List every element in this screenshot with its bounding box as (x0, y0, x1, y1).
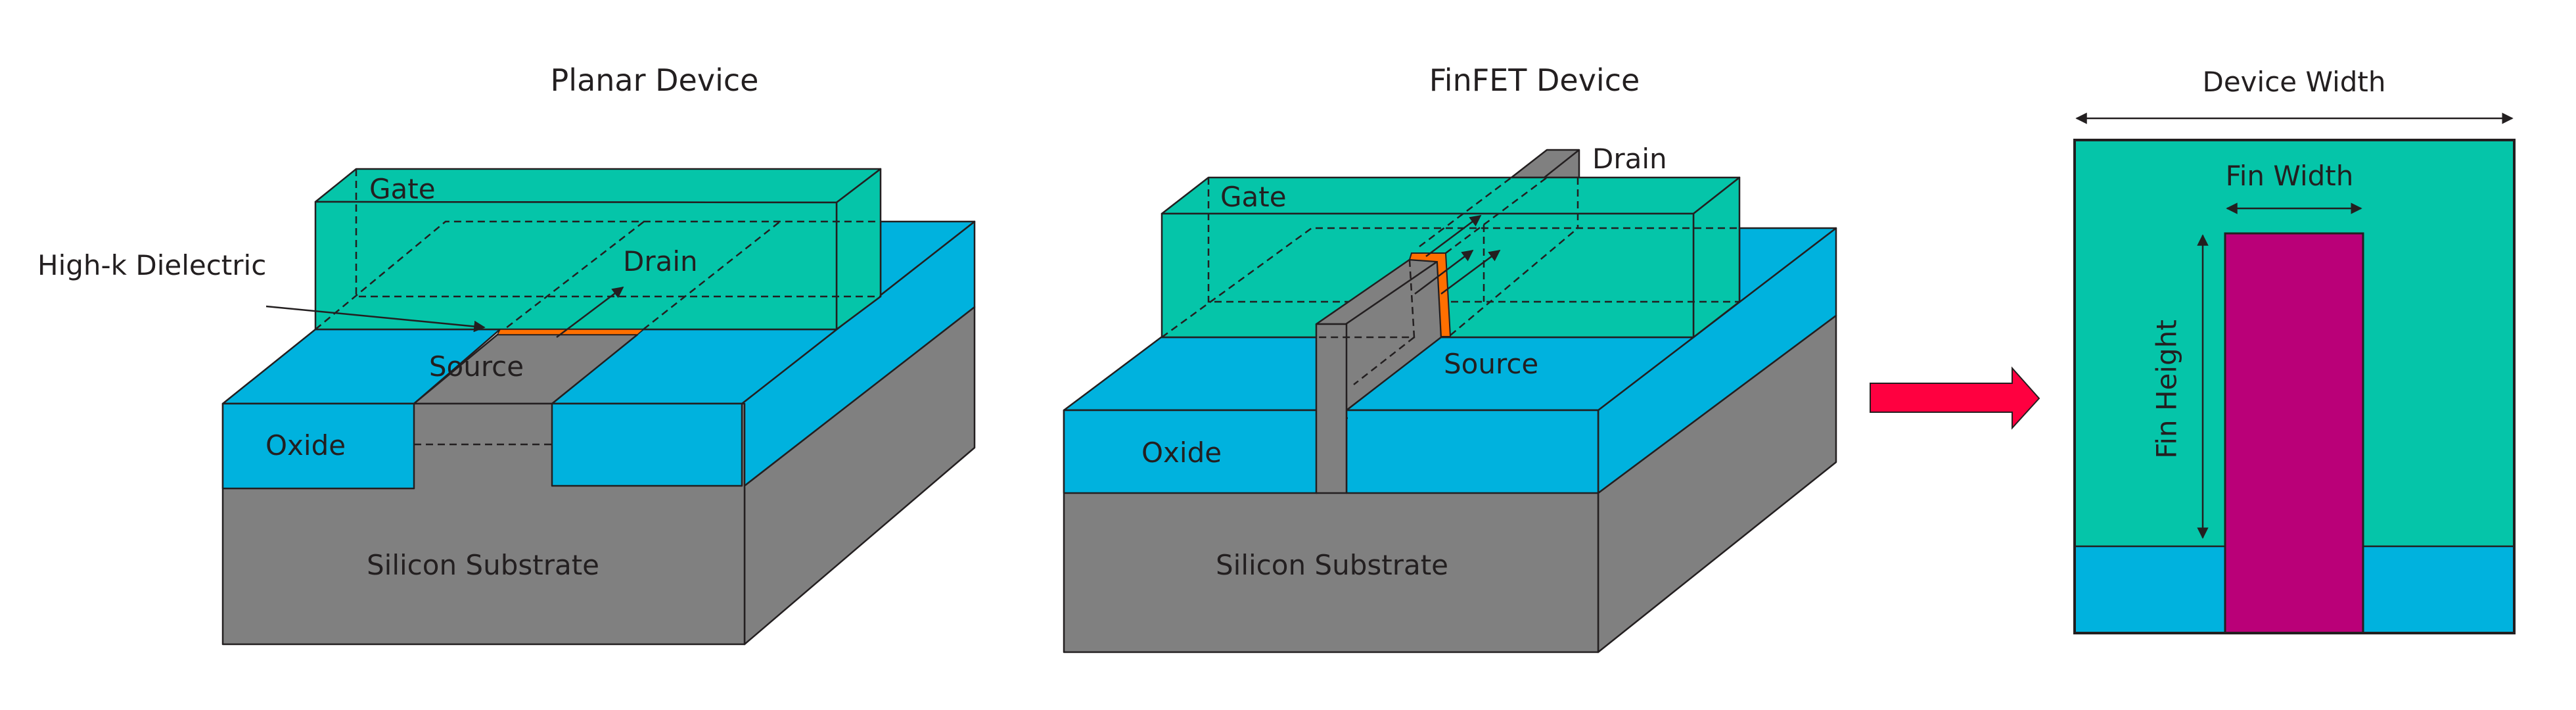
finfet-device: FinFET Device (1063, 62, 1837, 653)
finfet-drain-label: Drain (1592, 143, 1667, 175)
finfet-drain-fin (1510, 149, 1580, 179)
planar-gate-label: Gate (369, 173, 436, 205)
dielectric-pointer-arrow (265, 305, 486, 333)
planar-channel-hidden-right (643, 221, 781, 330)
planar-source-label: Source (429, 350, 524, 383)
transition-arrow-icon (1870, 366, 2040, 430)
planar-drain-label: Drain (623, 245, 698, 277)
planar-device: Planar Device Gate Drain Sourc (37, 62, 976, 646)
planar-oxide-front-left (221, 402, 415, 490)
finfet-fin-hidden-top-right (1445, 176, 1548, 254)
finfet-gate-hidden-edges (1207, 178, 1739, 303)
fin-height-label: Fin Height (2151, 320, 2183, 459)
planar-high-k-dielectric (496, 329, 645, 335)
finfet-current-arrow-left (1414, 249, 1474, 295)
device-width-label: Device Width (2202, 66, 2385, 98)
planar-title: Planar Device (551, 62, 759, 98)
fin-width-label: Fin Width (2226, 160, 2354, 192)
high-k-dielectric-label: High-k Dielectric (37, 249, 266, 281)
finfet-gate-label: Gate (1220, 181, 1287, 213)
planar-channel-hidden-left (497, 221, 645, 335)
finfet-fin-front (1315, 323, 1348, 494)
finfet-cross-section: Device Width Fin Width Fin Height (2073, 66, 2516, 634)
finfet-oxide-front-left (1063, 409, 1318, 494)
planar-substrate-label: Silicon Substrate (367, 549, 599, 581)
cross-section-outline (2073, 139, 2516, 634)
planar-oxide-label: Oxide (265, 429, 346, 462)
finfet-current-arrow-right (1440, 249, 1501, 295)
planar-gate-front (314, 201, 838, 331)
finfet-fin-hidden-slant (1353, 337, 1415, 385)
finfet-source-label: Source (1444, 348, 1538, 380)
finfet-current-arrow-top (1425, 214, 1482, 258)
finfet-oxide-hidden-edge (1161, 227, 1739, 339)
finfet-oxide-top-left (1063, 336, 1318, 412)
planar-oxide-front-right (551, 402, 743, 487)
planar-gate-hidden-edges (355, 169, 881, 298)
planar-current-arrow (556, 286, 624, 338)
finfet-title: FinFET Device (1429, 62, 1640, 98)
finfet-oxide-front-right (1345, 409, 1599, 494)
cross-section-fin (2224, 232, 2364, 634)
finfet-drain-fin-edge (1544, 149, 1580, 178)
finfet-substrate-label: Silicon Substrate (1216, 549, 1448, 581)
finfet-fin-hidden-top-left (1419, 177, 1512, 247)
planar-oxide-hidden-edge (315, 220, 881, 330)
finfet-oxide-label: Oxide (1141, 437, 1222, 469)
finfet-fin-hidden-base (1450, 227, 1578, 336)
